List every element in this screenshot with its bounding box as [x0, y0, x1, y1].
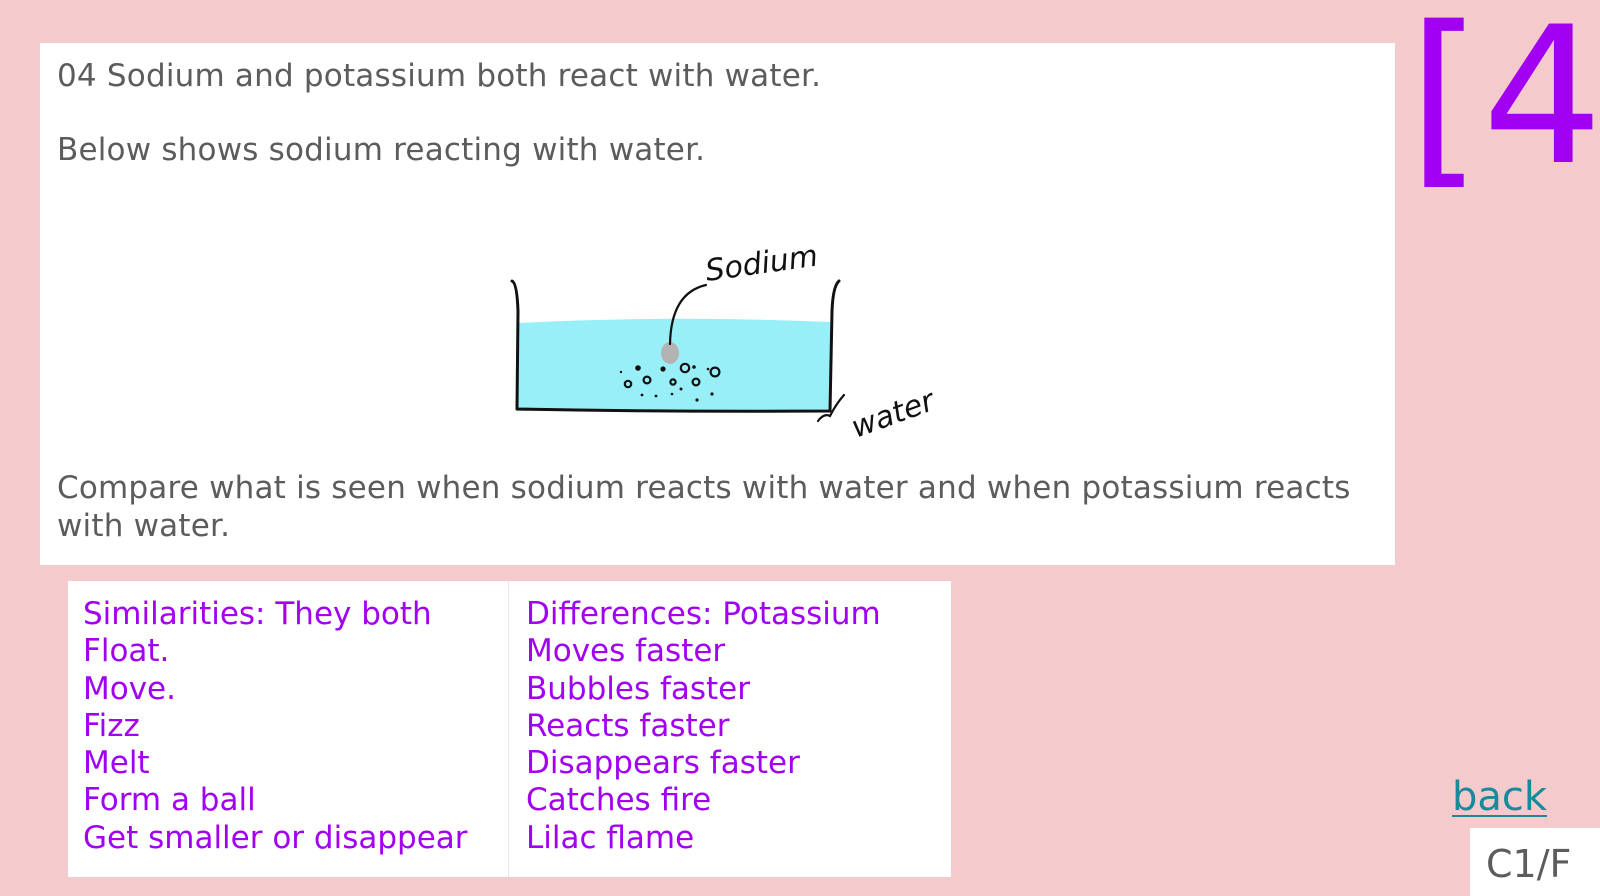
answer-line: Bubbles faster	[526, 670, 750, 707]
answer-line: Moves faster	[526, 633, 726, 670]
answer-line: Fizz	[83, 707, 140, 744]
question-heading: 04 Sodium and potassium both react with …	[57, 58, 822, 94]
answer-line: Form a ball	[83, 782, 256, 819]
question-prompt: Compare what is seen when sodium reacts …	[57, 470, 1351, 544]
question-intro: Below shows sodium reacting with water.	[57, 132, 706, 168]
answer-line: Reacts faster	[526, 707, 730, 744]
back-link[interactable]: back	[1452, 774, 1548, 820]
slide-code-box: C1/F	[1470, 828, 1600, 896]
beaker-outline	[510, 279, 841, 413]
differences-column: Differences: Potassium Moves faster Bubb…	[509, 581, 951, 877]
sodium-piece	[661, 342, 679, 364]
answer-line: Float.	[83, 633, 170, 670]
similarities-column: Similarities: They both Float. Move. Fiz…	[68, 581, 509, 877]
reaction-dots	[619, 365, 714, 402]
answer-line: Melt	[83, 745, 150, 782]
answer-line: Lilac flame	[526, 819, 695, 856]
slide-code: C1/F	[1486, 842, 1572, 886]
answer-line: Get smaller or disappear	[83, 819, 468, 856]
water-fill	[516, 318, 830, 411]
water-label: water	[847, 383, 941, 446]
water-pointer	[816, 393, 846, 423]
sodium-label: Sodium	[703, 239, 820, 289]
marks-badge: [4]	[1408, 0, 1600, 207]
answer-line: Catches fire	[526, 782, 712, 819]
answer-line: Similarities: They both	[83, 596, 432, 632]
answer-line: Differences: Potassium	[526, 596, 881, 632]
answer-table: Similarities: They both Float. Move. Fiz…	[68, 581, 951, 877]
question-card: 04 Sodium and potassium both react with …	[40, 43, 1395, 565]
sodium-leader-line	[668, 283, 708, 346]
answer-line: Move.	[83, 670, 176, 707]
sodium-water-diagram: Sodium water	[510, 239, 941, 446]
answer-line: Disappears faster	[526, 745, 800, 782]
bubbles	[623, 362, 721, 389]
